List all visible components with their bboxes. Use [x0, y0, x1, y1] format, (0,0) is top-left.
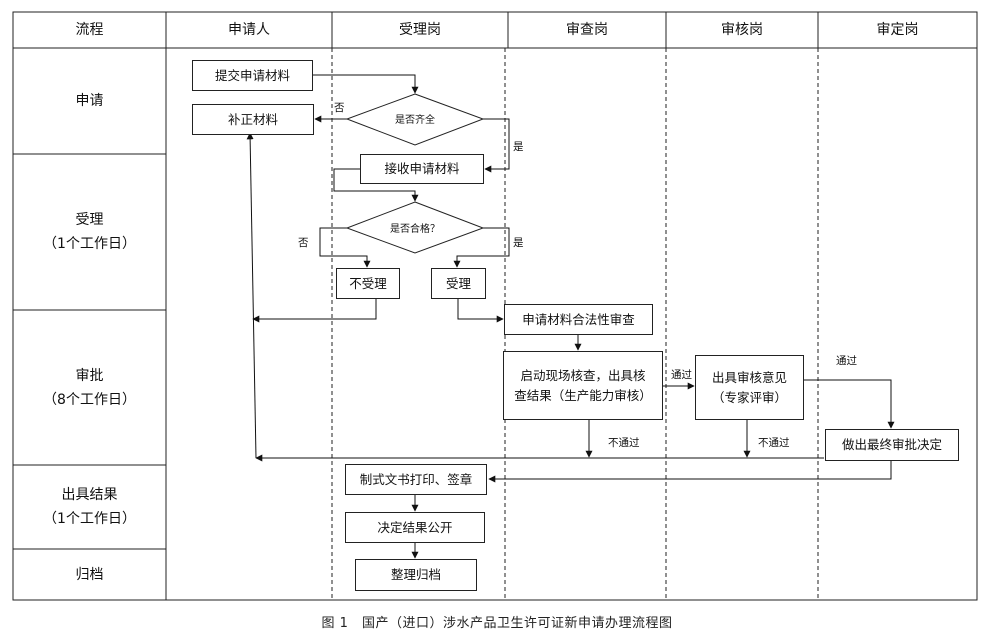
edge-qualified-no-to-reject: [319, 227, 371, 268]
node-opinion-line1: 出具审核意见: [711, 369, 787, 385]
label-onsite-pass: 通过: [671, 369, 692, 381]
node-publish: 决定结果公开: [345, 512, 485, 543]
node-opinion-line2: （专家评审）: [711, 389, 787, 405]
header-audit: 审核岗: [721, 22, 763, 38]
stage-archive: 归档: [13, 549, 166, 600]
edge-qualified-yes-to-accept: [453, 227, 510, 268]
node-legality-review: 申请材料合法性审查: [504, 304, 653, 335]
stage-accept-days: （1个工作日）: [43, 236, 136, 252]
node-print-seal: 制式文书打印、签章: [345, 464, 487, 495]
node-audit-opinion: 出具审核意见 （专家评审）: [695, 355, 804, 420]
node-submit: 提交申请材料: [192, 60, 313, 91]
node-receive: 接收申请材料: [360, 154, 484, 184]
header-acceptance: 受理岗: [399, 22, 441, 38]
header-applicant: 申请人: [228, 22, 270, 38]
header-process: 流程: [75, 22, 104, 38]
label-opinion-pass: 通过: [836, 355, 857, 367]
label-qualified-no: 否: [298, 237, 309, 249]
node-supplement: 补正材料: [192, 104, 314, 135]
label-opinion-fail: 不通过: [758, 437, 790, 449]
stage-accept: 受理 （1个工作日）: [13, 154, 166, 310]
label-qualified-yes: 是: [513, 237, 524, 249]
edge-accept-to-legality: [457, 299, 504, 323]
node-archive: 整理归档: [355, 559, 477, 591]
stage-apply: 申请: [13, 48, 166, 154]
stage-result-name: 出具结果: [61, 487, 118, 503]
stage-result: 出具结果 （1个工作日）: [13, 465, 166, 549]
label-check-no: 否: [334, 102, 345, 114]
decision-complete-diamond: [345, 93, 485, 146]
stage-accept-name: 受理: [75, 212, 104, 228]
stage-archive-name: 归档: [75, 566, 104, 583]
node-accept: 受理: [431, 268, 486, 299]
edge-final-to-print: [488, 461, 892, 483]
decision-qualified-diamond: [345, 201, 485, 254]
decision-qualified-label: 是否合格？: [390, 222, 440, 235]
connectors: [246, 74, 895, 559]
header-review: 审查岗: [566, 22, 608, 38]
label-check-yes: 是: [513, 141, 524, 153]
decision-complete-label: 是否齐全: [395, 113, 435, 126]
edge-receive-to-qualified: [333, 168, 419, 202]
stage-result-days: （1个工作日）: [43, 511, 136, 527]
edge-reject-to-applicant: [252, 299, 377, 323]
figure-caption: 图 1 国产（进口）涉水产品卫生许可证新申请办理流程图: [321, 616, 673, 631]
node-onsite-check: 启动现场核查，出具核 查结果（生产能力审核）: [503, 351, 663, 420]
node-final-decision: 做出最终审批决定: [825, 429, 959, 461]
node-onsite-line1: 启动现场核查，出具核: [520, 367, 646, 383]
stage-apply-name: 申请: [75, 93, 104, 109]
edge-submit-to-check: [313, 74, 419, 94]
stage-approve: 审批 （8个工作日）: [13, 310, 166, 465]
edge-opinion-pass-to-final: [804, 379, 895, 429]
swimlane-table: [12, 11, 978, 601]
edge-check-yes-to-receive: [483, 118, 510, 173]
stage-approve-name: 审批: [75, 367, 104, 384]
edge-supplement-return: [246, 132, 257, 459]
header-approval: 审定岗: [876, 22, 919, 38]
node-reject: 不受理: [336, 268, 400, 299]
node-onsite-line2: 查结果（生产能力审核）: [514, 387, 652, 403]
label-onsite-fail: 不通过: [608, 437, 640, 449]
stage-approve-days: （8个工作日）: [43, 391, 136, 408]
